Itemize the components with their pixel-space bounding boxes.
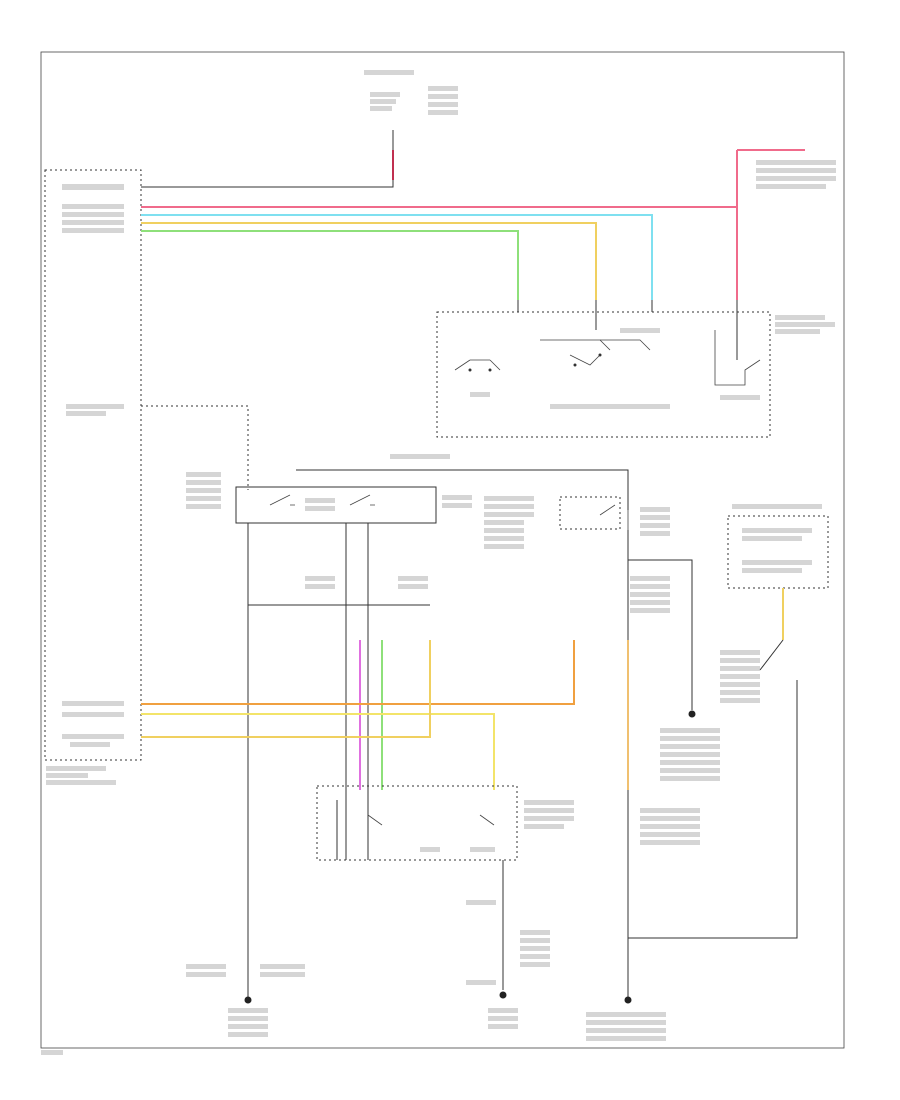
mid-label-a [305, 576, 335, 581]
bcm-pin-labels [46, 184, 124, 785]
wire-lock-signal [141, 405, 249, 490]
switch-assembly [436, 311, 771, 438]
wire-lightyellow [141, 713, 495, 790]
relay-switch-box [235, 486, 437, 524]
lower-module-box [316, 785, 518, 861]
hot-bus-label [390, 454, 450, 459]
wire-right-branch [628, 559, 693, 710]
right-module-out-labels [720, 650, 760, 703]
ground-bottom-middle [488, 991, 518, 1029]
mid-label-c [398, 576, 428, 581]
lower-module-contents [336, 800, 574, 860]
right-relay-switch [599, 504, 629, 530]
wire-orange [141, 640, 575, 705]
right-relay-labels [640, 507, 670, 536]
ground-bottom-left [186, 964, 305, 1037]
ground-right-branch [688, 710, 696, 718]
figure-code-mark [41, 1050, 63, 1055]
mid-label-b [305, 584, 335, 589]
right-module-contents [732, 504, 822, 640]
ground-switch-labels [466, 900, 550, 985]
top-right-connector [737, 149, 836, 189]
wire-right-bottom [628, 680, 798, 939]
wire-yellow [141, 222, 597, 300]
wire-lightblue [141, 214, 653, 300]
wire-hot-bus [296, 469, 629, 510]
wire-right-module-out [759, 639, 784, 671]
right-module-box [727, 515, 829, 589]
middle-text-block [484, 496, 534, 549]
switch-assembly-contents [454, 300, 835, 409]
body-control-module [44, 169, 142, 761]
wire-yellow-low [141, 640, 431, 738]
right-column-labels [630, 576, 720, 845]
wire-battery-feed [141, 180, 394, 188]
top-fuse-block [364, 70, 458, 180]
diagram-frame [40, 51, 845, 1049]
ground-bottom-right [586, 996, 666, 1041]
wire-green [141, 230, 519, 300]
right-relay-box [559, 496, 621, 530]
wire-red [141, 150, 738, 208]
mid-label-d [398, 584, 428, 589]
relay-contents [186, 472, 472, 511]
